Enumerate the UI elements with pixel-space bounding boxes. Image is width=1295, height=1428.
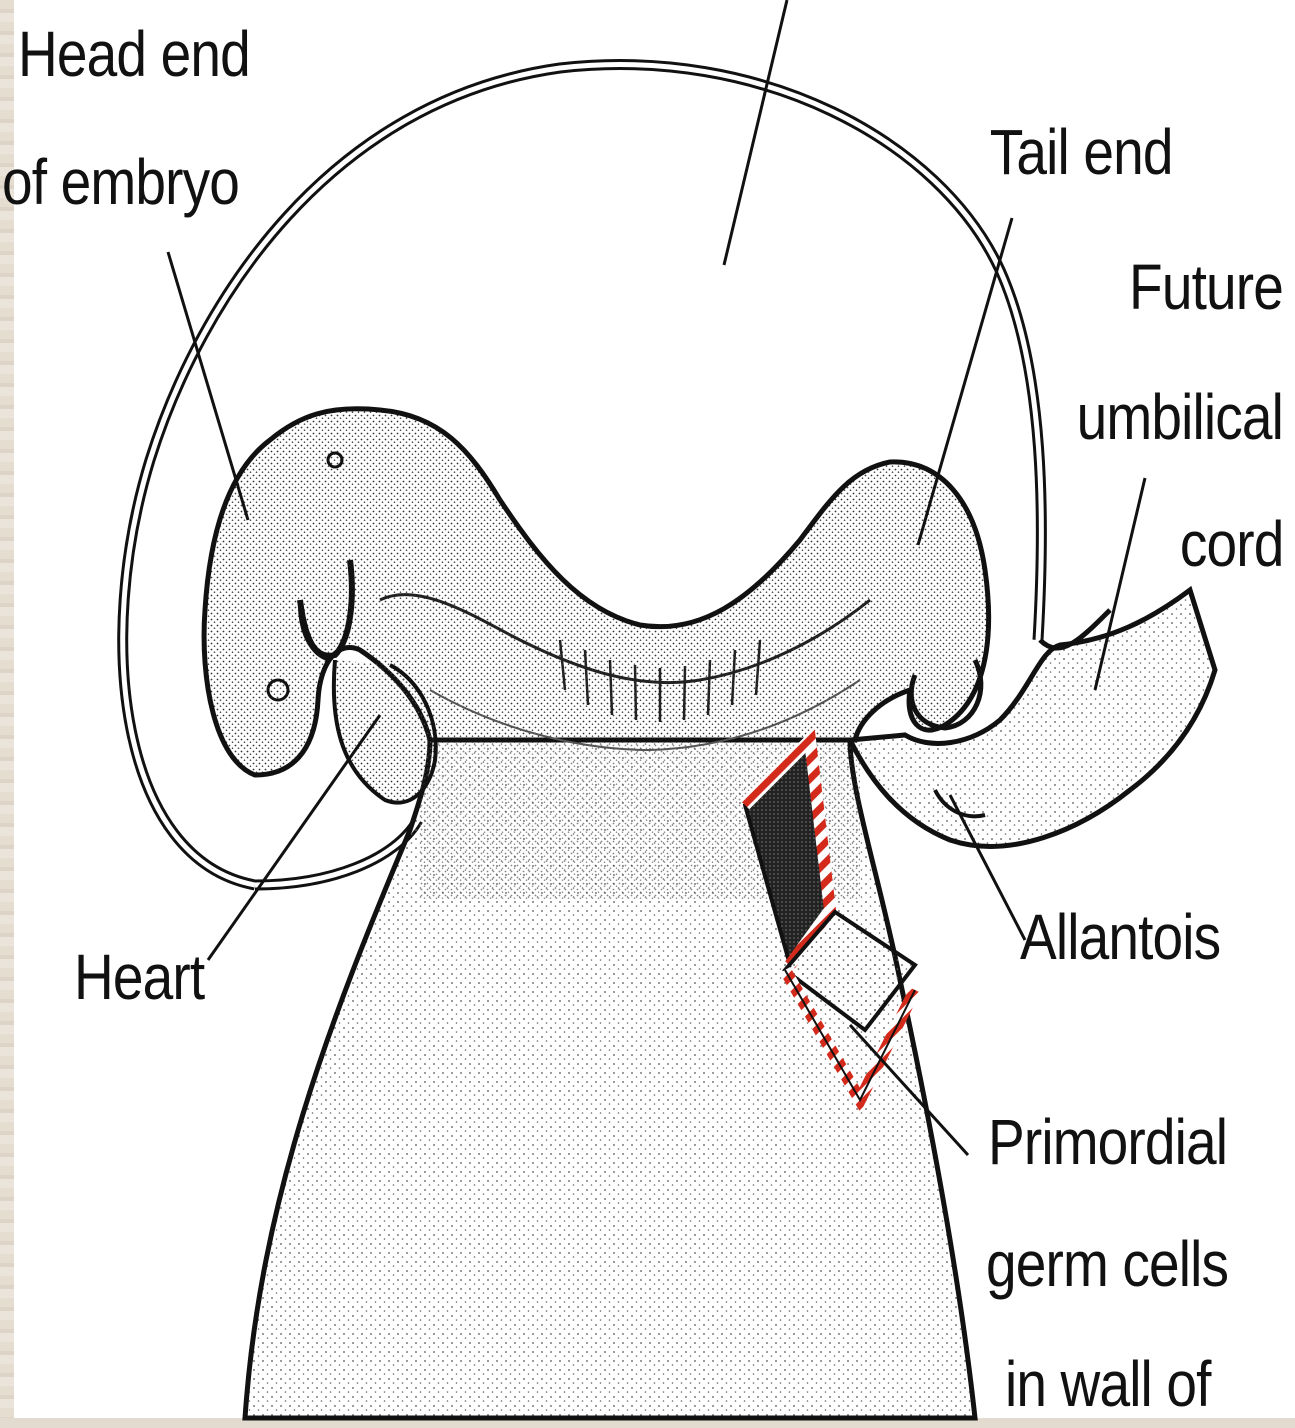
label-germ-line1: Primordial — [988, 1110, 1227, 1174]
label-head-end-line2: of embryo — [2, 150, 239, 214]
label-future-line2: umbilical — [1077, 385, 1283, 449]
label-tail-end: Tail end — [990, 120, 1173, 184]
label-future-line1: Future — [1129, 255, 1283, 319]
leader-top — [724, 0, 787, 265]
label-germ-line2: germ cells — [986, 1232, 1228, 1296]
label-germ-line3: in wall of — [1005, 1352, 1211, 1416]
embryo-body — [204, 409, 989, 775]
leader-tail-end — [918, 218, 1012, 545]
label-allantois: Allantois — [1020, 905, 1220, 969]
label-head-end-line1: Head end — [18, 22, 250, 86]
label-heart: Heart — [74, 945, 204, 1009]
label-future-line3: cord — [1179, 512, 1283, 576]
